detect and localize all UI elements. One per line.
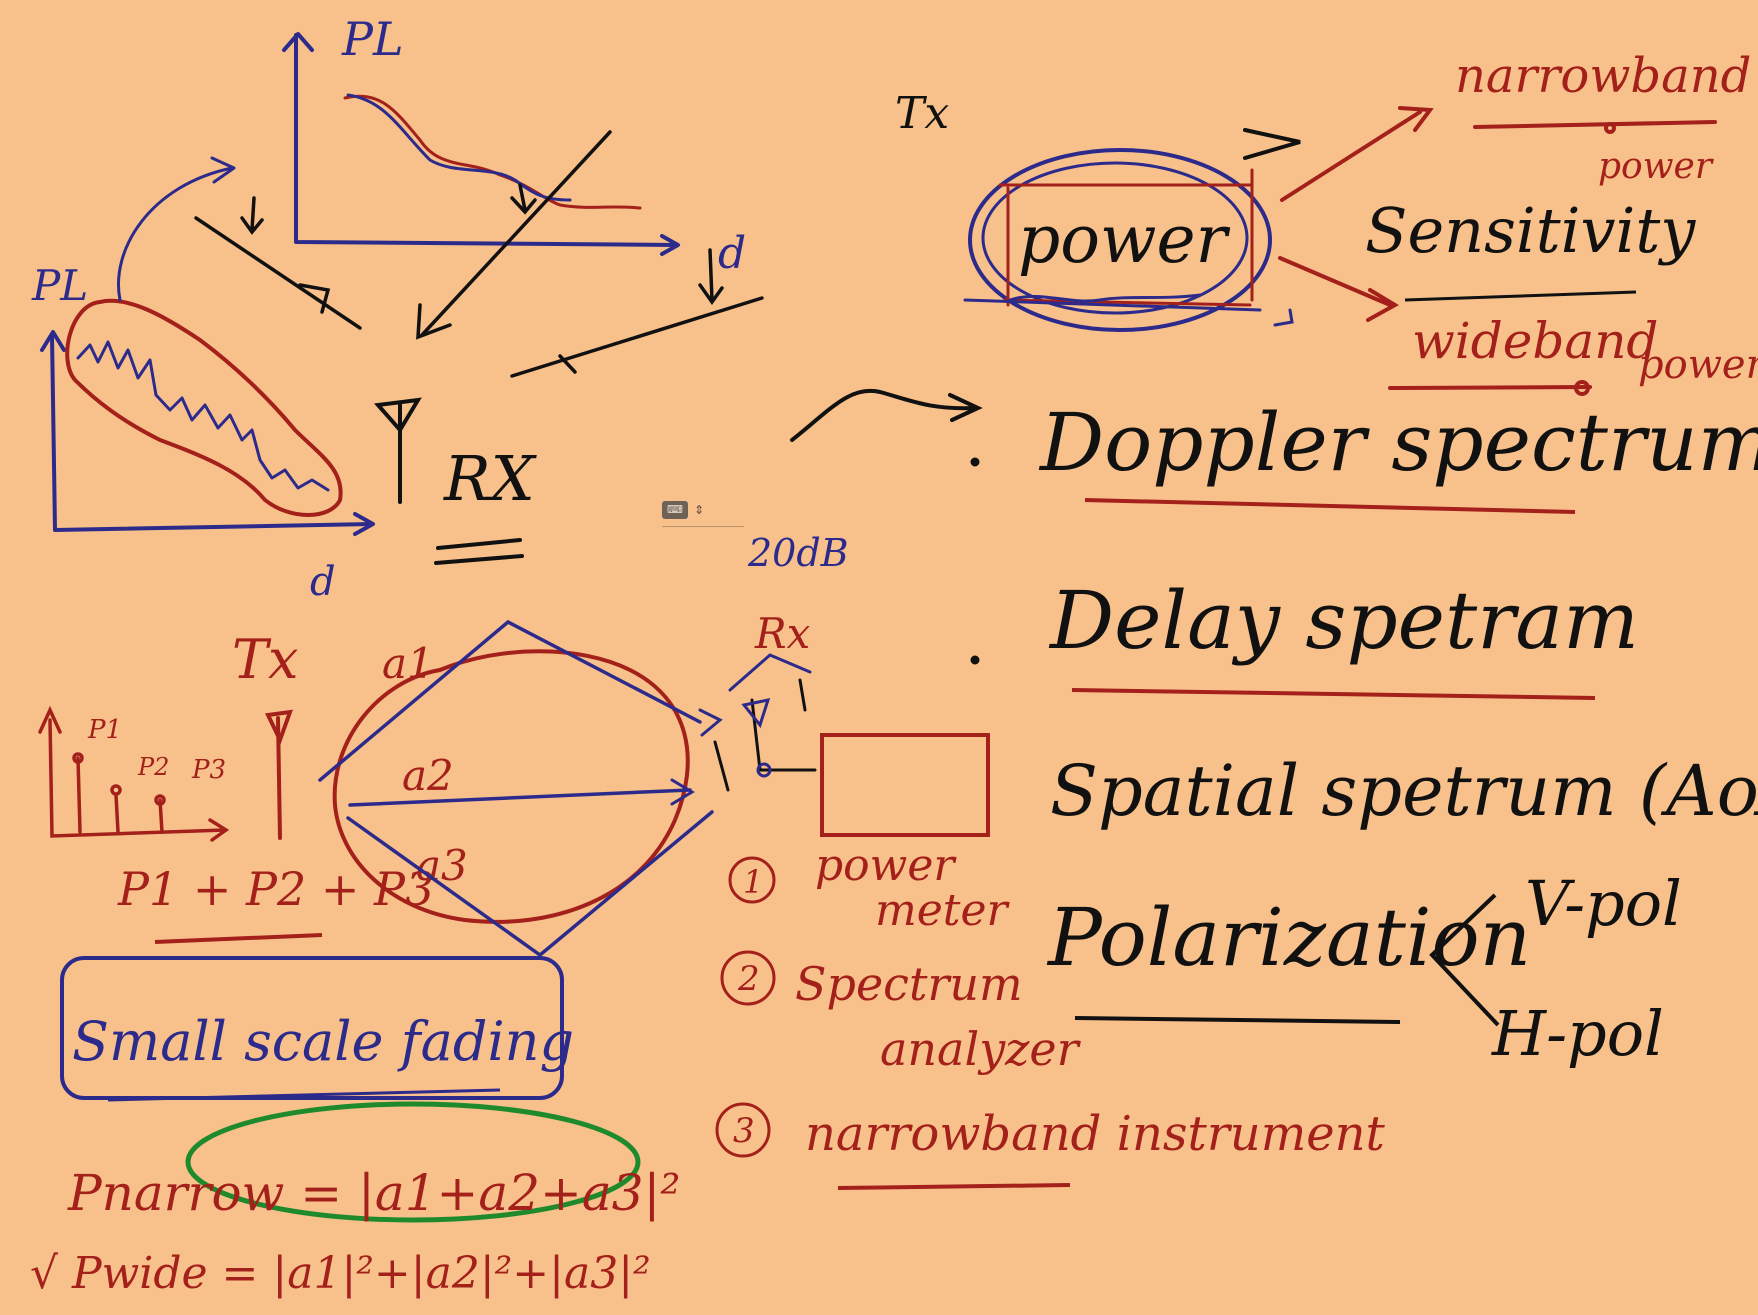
pl-top-label: PL (341, 12, 404, 66)
narrowband-label: narrowband (1455, 48, 1751, 104)
rx-antenna-top (374, 397, 524, 565)
left-pl-plot (40, 156, 375, 536)
narrowband-power-label: power (1598, 146, 1714, 187)
top-pl-plot (282, 32, 680, 256)
sensitivity-branches (1278, 106, 1717, 396)
floating-toolbar[interactable]: ⌨ ⇕ (662, 494, 744, 527)
tx-antenna-bottom (265, 709, 293, 840)
tx-bottom-label: Tx (232, 628, 298, 691)
doppler-label: Doppler spectrum (1038, 396, 1758, 489)
power-delay-plot (38, 705, 230, 842)
d-left-label: d (310, 559, 336, 605)
instrument-2-text-a: Spectrum (795, 957, 1023, 1011)
instrument-3-number: 3 (733, 1111, 755, 1151)
instrument-1-text-b: meter (875, 885, 1010, 936)
p3-label: P3 (191, 755, 226, 785)
polarization-label: Polarization (1046, 891, 1531, 984)
instrument-1-text-a: power (815, 840, 957, 891)
a2-label: a2 (402, 751, 454, 800)
pnarrow-formula: Pnarrow = |a1+a2+a3|² (67, 1164, 680, 1222)
vpol-label: V-pol (1525, 867, 1682, 940)
rx-bottom-label: Rx (754, 609, 811, 658)
receiver-box (820, 733, 990, 837)
pol-branch (1429, 893, 1500, 1027)
fading-envelope (65, 298, 343, 517)
instrument-3-text: narrowband instrument (805, 1106, 1386, 1162)
pl-fit-curve (346, 93, 572, 202)
hpol-label: H-pol (1491, 997, 1664, 1070)
green-highlight (185, 1101, 641, 1223)
instrument-1-number: 1 (743, 863, 763, 901)
tx-top-label: Tx (895, 88, 949, 139)
spatial-label: Spatial spetrum (AoA) (1050, 750, 1758, 832)
delay-label: Delay spetram (1048, 574, 1639, 667)
sensitivity-label: Sensitivity (1365, 194, 1696, 267)
small-scale-box (60, 956, 564, 1100)
p1-label: P1 (87, 715, 122, 745)
rx-antennas-bottom (713, 653, 817, 792)
pwide-formula: √ Pwide = |a1|²+|a2|²+|a3|² (30, 1248, 651, 1299)
instrument-2-number: 2 (737, 959, 760, 999)
p2-label: P2 (137, 753, 169, 781)
instrument-2-text-b: analyzer (880, 1022, 1082, 1076)
multipath-paths (318, 619, 723, 958)
twenty-db-label: 20dB (747, 531, 849, 575)
doppler-arrow (790, 388, 983, 665)
diagonal-arrows (194, 130, 764, 378)
small-scale-label: Small scale fading (72, 1010, 574, 1073)
wideband-label: wideband (1412, 312, 1658, 370)
psum-label: P1 + P2 + P3 (117, 862, 434, 916)
pl-left-label: PL (31, 261, 88, 310)
wideband-power-label: power (1638, 342, 1758, 388)
power-box (963, 128, 1301, 332)
power-label: power (1018, 201, 1231, 278)
keyboard-icon[interactable]: ⌨ (662, 501, 688, 519)
pl-measured-curve (343, 94, 642, 210)
rx-top-label: RX (443, 442, 538, 515)
a3-label: a3 (416, 841, 468, 890)
chevron-up-down-icon[interactable]: ⇕ (694, 503, 705, 517)
fading-scribble (76, 340, 330, 492)
d-right-label: d (718, 228, 746, 279)
